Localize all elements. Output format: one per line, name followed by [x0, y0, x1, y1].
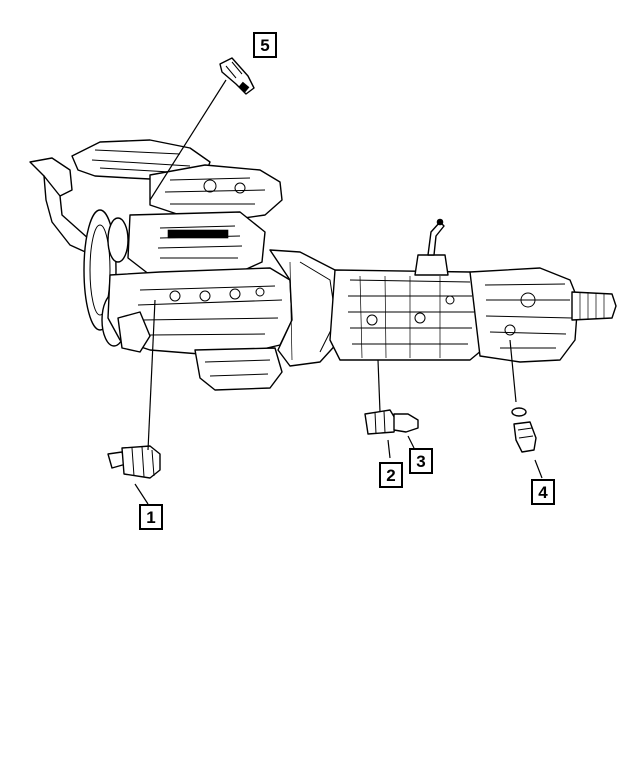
callout-1-label: 1: [146, 508, 155, 527]
leader-lines: [134, 79, 543, 505]
callout-3-label: 3: [416, 452, 425, 471]
sensor-2: [364, 409, 419, 435]
callout-1: 1: [139, 504, 163, 530]
callout-4-label: 4: [538, 483, 548, 502]
transmission-assembly: [329, 218, 617, 363]
sensor-5: [219, 57, 255, 95]
engine-assembly: [29, 139, 346, 391]
callout-2: 2: [379, 462, 403, 488]
callout-2-label: 2: [386, 466, 395, 485]
callout-4: 4: [531, 479, 555, 505]
sensor-4: [511, 407, 537, 453]
callout-5: 5: [253, 32, 277, 58]
sensor-1: [107, 445, 161, 479]
callout-3: 3: [409, 448, 433, 474]
callout-5-label: 5: [260, 36, 269, 55]
